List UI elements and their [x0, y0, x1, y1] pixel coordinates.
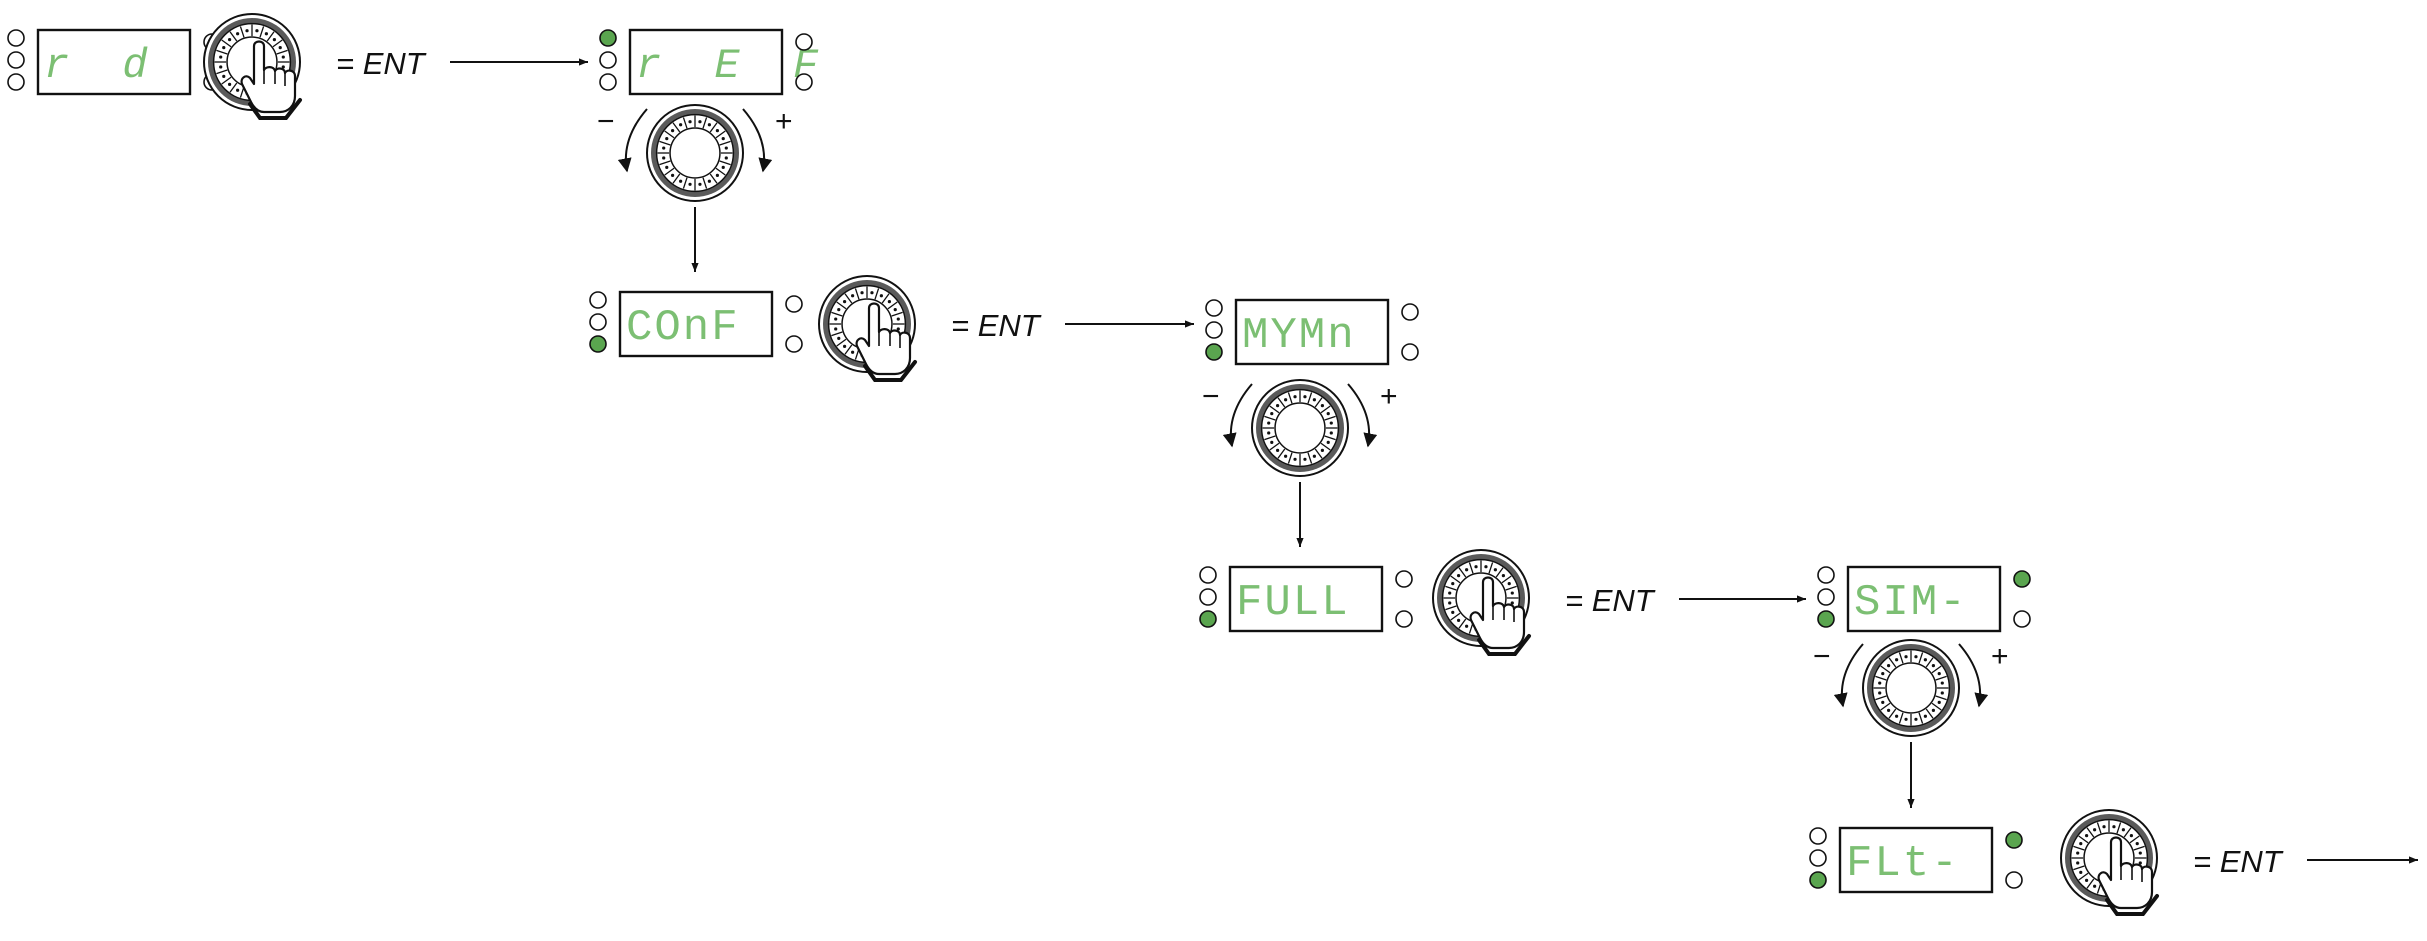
- display-frame: [1838, 826, 1994, 894]
- press-dial-conf[interactable]: [818, 275, 917, 382]
- left-led-3-on: [1809, 871, 1827, 889]
- left-led-2-off: [1199, 588, 1217, 606]
- left-led-1-off: [1809, 827, 1827, 845]
- enter-label: = ENT: [336, 46, 427, 81]
- left-led-1-off: [589, 291, 607, 309]
- left-led-2-off: [1205, 321, 1223, 339]
- right-led-2-off: [785, 335, 803, 353]
- press-dial-full[interactable]: [1432, 549, 1531, 656]
- display-frame: [1846, 565, 2002, 633]
- left-led-1-off: [1817, 566, 1835, 584]
- right-led-1-on: [2005, 831, 2023, 849]
- display-conf: COnF: [589, 290, 803, 358]
- right-led-2-off: [1401, 343, 1419, 361]
- left-led-2-off: [589, 313, 607, 331]
- minus-sign: −: [597, 105, 615, 138]
- display-code: FLt-: [1846, 839, 1960, 889]
- display-frame: [628, 28, 784, 96]
- display-code: r E F: [636, 42, 832, 90]
- turn-arrows-1: [617, 108, 773, 173]
- press-dial-flt[interactable]: [2060, 809, 2159, 916]
- right-led-1-off: [785, 295, 803, 313]
- display-full: FULL: [1199, 565, 1413, 633]
- turn-down-arrow: [1833, 643, 1864, 708]
- display-code: SIM-: [1854, 578, 1968, 628]
- turn-up-arrow: [1347, 383, 1378, 448]
- plus-sign: +: [1380, 380, 1398, 413]
- right-led-1-off: [1395, 570, 1413, 588]
- display-frame: [36, 28, 192, 96]
- left-led-1-off: [1199, 566, 1217, 584]
- display-ref: r E F: [599, 28, 832, 96]
- turn-down-arrow: [1222, 383, 1253, 448]
- display-sim: SIM-: [1817, 565, 2031, 633]
- left-led-1-off: [7, 29, 25, 47]
- right-led-2-off: [2005, 871, 2023, 889]
- plus-sign: +: [775, 105, 793, 138]
- turn-up-arrow: [1958, 643, 1989, 708]
- right-led-1-off: [795, 33, 813, 51]
- plus-sign: +: [1991, 640, 2009, 673]
- display-code: COnF: [626, 303, 740, 353]
- pressing-hand-icon: [855, 302, 917, 382]
- enter-label: = ENT: [1565, 583, 1656, 618]
- turn-arrows-3: [1222, 383, 1378, 448]
- left-led-2-off: [1817, 588, 1835, 606]
- right-led-1-on: [2013, 570, 2031, 588]
- turn-down-arrow: [617, 108, 648, 173]
- display-code: MYMn: [1242, 311, 1356, 361]
- right-led-2-off: [2013, 610, 2031, 628]
- right-led-1-off: [1401, 303, 1419, 321]
- press-dial-rdy[interactable]: [203, 13, 302, 120]
- left-led-3-off: [7, 73, 25, 91]
- display-code: FULL: [1236, 578, 1350, 628]
- left-led-2-off: [599, 51, 617, 69]
- display-rdy: r d Y: [7, 28, 240, 96]
- right-led-2-off: [795, 73, 813, 91]
- minus-sign: −: [1202, 380, 1220, 413]
- turn-up-arrow: [742, 108, 773, 173]
- turn-arrows-5: [1833, 643, 1989, 708]
- pressing-hand-icon: [2097, 836, 2159, 916]
- left-led-1-on: [599, 29, 617, 47]
- display-frame: [618, 290, 774, 358]
- left-led-2-off: [1809, 849, 1827, 867]
- display-mymn: MYMn: [1205, 298, 1419, 366]
- display-flt: FLt-: [1809, 826, 2023, 894]
- left-led-3-on: [589, 335, 607, 353]
- display-frame: [1228, 565, 1384, 633]
- enter-label: = ENT: [951, 308, 1042, 343]
- left-led-3-on: [1199, 610, 1217, 628]
- left-led-2-off: [7, 51, 25, 69]
- enter-label: = ENT: [2193, 844, 2284, 879]
- left-led-3-off: [599, 73, 617, 91]
- pressing-hand-icon: [1469, 576, 1531, 656]
- minus-sign: −: [1813, 640, 1831, 673]
- turn-dial-sim[interactable]: [1862, 639, 1960, 737]
- right-led-2-off: [1395, 610, 1413, 628]
- pressing-hand-icon: [240, 40, 302, 120]
- left-led-3-on: [1817, 610, 1835, 628]
- left-led-1-off: [1205, 299, 1223, 317]
- display-code: r d Y: [44, 42, 240, 90]
- display-frame: [1234, 298, 1390, 366]
- turn-dial-ref[interactable]: [646, 104, 744, 202]
- turn-dial-mymn[interactable]: [1251, 379, 1349, 477]
- left-led-3-on: [1205, 343, 1223, 361]
